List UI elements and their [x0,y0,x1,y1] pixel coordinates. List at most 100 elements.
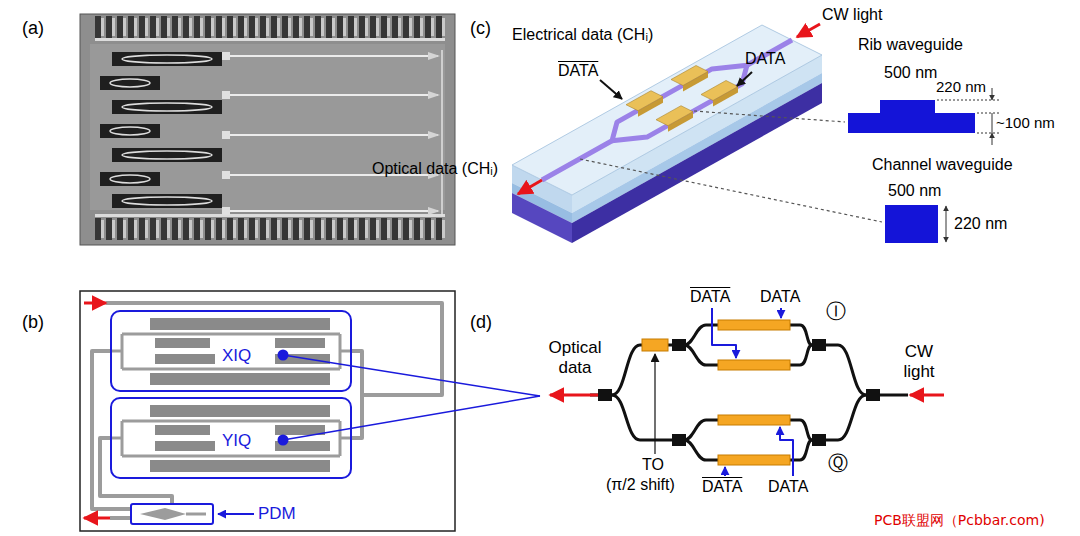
electrode-gap [167,220,170,238]
waveguide-route [122,333,340,336]
rib-slab-section [848,113,975,133]
waveguide-route [186,513,206,516]
electrode-gap [200,220,203,238]
section-title: Rib waveguide [858,36,963,54]
output-label: Optical data (CHᵢ) [372,160,498,178]
electrode-gap [332,18,335,36]
waveguide-route [824,395,866,440]
electrode-pad [626,91,663,111]
electrode-gap [145,220,148,238]
electrode-gap [123,18,126,36]
electrode-gap [288,220,291,238]
electrode-gap [244,18,247,36]
electrode-finger [161,218,167,240]
ring-structure [122,197,212,205]
electrode-finger [172,16,178,38]
dimension-line [977,133,1000,134]
illustration-layer [80,14,1000,531]
dimension-line [992,113,993,133]
component-label: TO [642,456,664,474]
electrode-finger [183,16,189,38]
dimension-label: ~100 nm [996,114,1055,131]
electrode-gap [365,220,368,238]
signal-label: DATA [760,288,800,306]
ring-structure [122,55,212,63]
micrograph-field [90,44,445,210]
data-wire [724,467,726,476]
zoom-line [283,355,540,396]
electrode-gap [266,220,269,238]
electrode-finger [370,218,376,240]
electrode-pad [718,455,790,465]
electrode-gap [134,18,137,36]
electrode-finger [260,218,266,240]
electrode-finger [293,218,299,240]
panel-letter: (a) [22,18,44,39]
electrode-bar [155,354,215,364]
electrode-finger [304,16,310,38]
electrode-finger [381,218,387,240]
panel-letter: (c) [470,18,491,39]
electrode-gap [222,220,225,238]
signal-label: Electrical data (CHᵢ) [512,26,653,44]
electrode-finger [128,16,134,38]
electrode-finger [370,16,376,38]
waveguide-trace [222,134,438,136]
electrode-finger [414,16,420,38]
electrode-gap [101,220,104,238]
electrode-finger [106,16,112,38]
electrode-finger [227,218,233,240]
waveguide-route [612,395,672,440]
output-label: Optical data [536,338,614,377]
electrode-finger [315,16,321,38]
mmi-coupler [598,389,612,401]
electrode-finger [326,218,332,240]
electrode-gap [442,220,445,238]
electrode-bar [150,318,330,330]
electrode-gap [409,220,412,238]
dimension-arrow [992,133,993,145]
electrode-finger [381,16,387,38]
input-label: CW light [822,6,882,24]
leader-line [580,159,882,222]
signal-label: DATA [768,478,808,496]
electrode-finger [117,218,123,240]
waveguide-taper [222,52,230,60]
electrode-finger [271,16,277,38]
electrode-finger [95,218,101,240]
electrode-bar [150,405,330,417]
electrode-finger [348,218,354,240]
electrode-gap [167,18,170,36]
electrode-finger [425,218,431,240]
waveguide-route [121,421,124,456]
electrode-gap [277,18,280,36]
electrode-gap [266,18,269,36]
waveguide-taper [222,207,230,215]
location-dot [278,435,289,446]
waveguide-taper [222,91,230,99]
waveguide-route [122,420,340,423]
bus-line [95,214,445,217]
signal-arrow [737,72,752,86]
component-label: (π/2 shift) [606,476,675,494]
electrode-finger [260,16,266,38]
electrode-gap [222,18,225,36]
electrode-finger [183,218,189,240]
electrode-bar [150,373,330,385]
electrode-finger [315,218,321,240]
grating-coupler [428,91,440,99]
electrode-finger [282,16,288,38]
electrode-finger [194,16,200,38]
electrode-finger [337,16,343,38]
waveguide-route [121,334,124,369]
dimension-label: 220 nm [936,78,986,95]
electrode-gap [387,18,390,36]
electrode-finger [117,16,123,38]
electrode-gap [299,18,302,36]
electrode-gap [233,220,236,238]
grating-coupler [428,52,440,60]
panel-letter: (d) [470,312,492,333]
electrode-pad [718,360,790,370]
waveguide-taper [222,171,230,179]
